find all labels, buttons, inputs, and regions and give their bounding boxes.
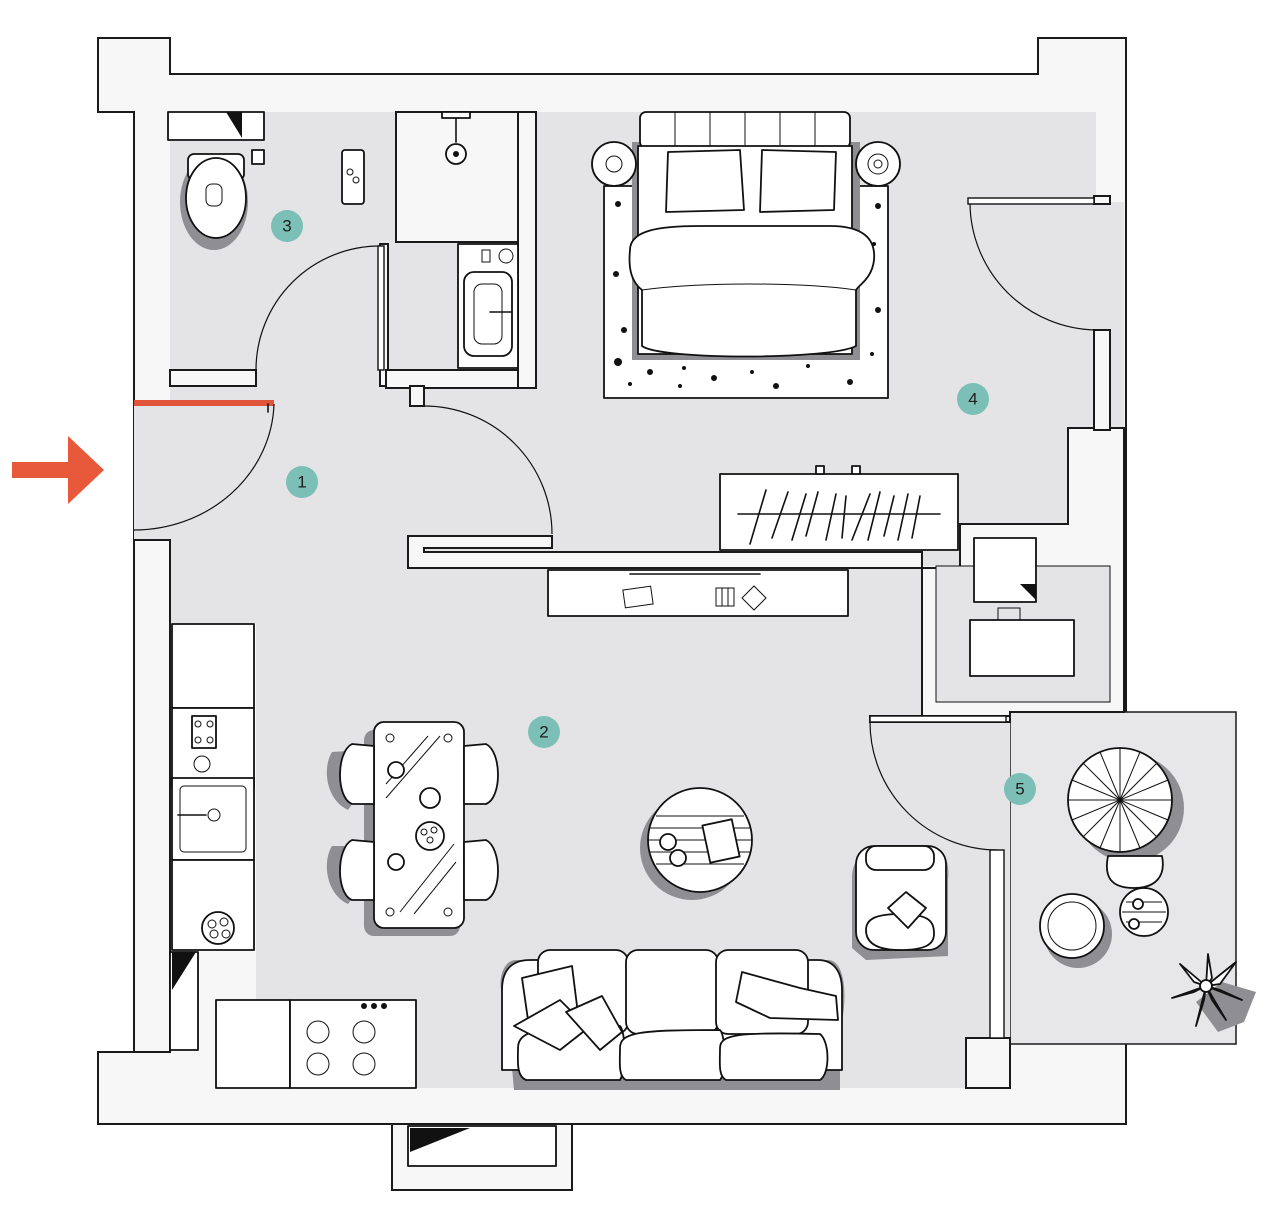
room-marker-3: 3 xyxy=(271,210,303,242)
tv-stand xyxy=(547,569,849,617)
room-number: 3 xyxy=(282,217,291,236)
dining-chairs xyxy=(326,743,499,904)
doors xyxy=(255,197,1097,1039)
living-room-furniture xyxy=(326,569,949,1090)
fruit-bowl xyxy=(201,911,235,945)
room-marker-circle xyxy=(286,466,318,498)
room-number: 4 xyxy=(968,390,977,409)
potted-plant-icon xyxy=(1171,953,1256,1032)
throw-blanket xyxy=(735,971,839,1021)
room-marker-2: 2 xyxy=(528,716,560,748)
toilet-icon xyxy=(185,157,247,239)
bathroom-fixtures xyxy=(180,111,519,369)
rug-dots xyxy=(613,201,881,389)
room-marker-1: 1 xyxy=(286,466,318,498)
room-number: 2 xyxy=(539,723,548,742)
magazine xyxy=(701,818,741,864)
cushion xyxy=(565,995,623,1051)
washing-machine xyxy=(973,537,1037,603)
balcony-furniture xyxy=(1039,747,1256,1032)
room-marker-5: 5 xyxy=(1004,773,1036,805)
room-marker-4: 4 xyxy=(957,383,989,415)
nightstand-right xyxy=(855,141,901,187)
room-marker-circle xyxy=(528,716,560,748)
cushion xyxy=(887,891,927,929)
wardrobe xyxy=(719,473,959,551)
room-marker-circle xyxy=(957,383,989,415)
fridge xyxy=(171,623,255,709)
room-marker-circle xyxy=(271,210,303,242)
entrance-arrow-icon xyxy=(12,436,104,504)
room-markers: 1 2 3 4 5 xyxy=(271,210,1036,805)
utility-nook xyxy=(969,537,1075,677)
pillow-right xyxy=(759,149,837,213)
entrance xyxy=(12,400,275,531)
bedroom-furniture xyxy=(591,111,959,551)
entrance-threshold xyxy=(134,400,274,406)
windows xyxy=(167,111,557,1167)
balcony-chair xyxy=(1106,855,1164,889)
desk xyxy=(969,619,1075,677)
room-marker-circle xyxy=(1004,773,1036,805)
room-number: 5 xyxy=(1015,780,1024,799)
kitchen-sink xyxy=(171,777,255,861)
kitchen xyxy=(171,623,417,1089)
balcony-chair xyxy=(1039,893,1105,959)
stove xyxy=(289,999,417,1089)
dining-table xyxy=(373,721,465,929)
duvet xyxy=(628,225,875,358)
pillow-left xyxy=(665,149,745,213)
fruit-bowl xyxy=(415,821,445,851)
hob-small-icon xyxy=(191,715,217,749)
nightstand-left xyxy=(591,141,637,187)
bath-mat xyxy=(341,149,365,205)
room-number: 1 xyxy=(297,473,306,492)
